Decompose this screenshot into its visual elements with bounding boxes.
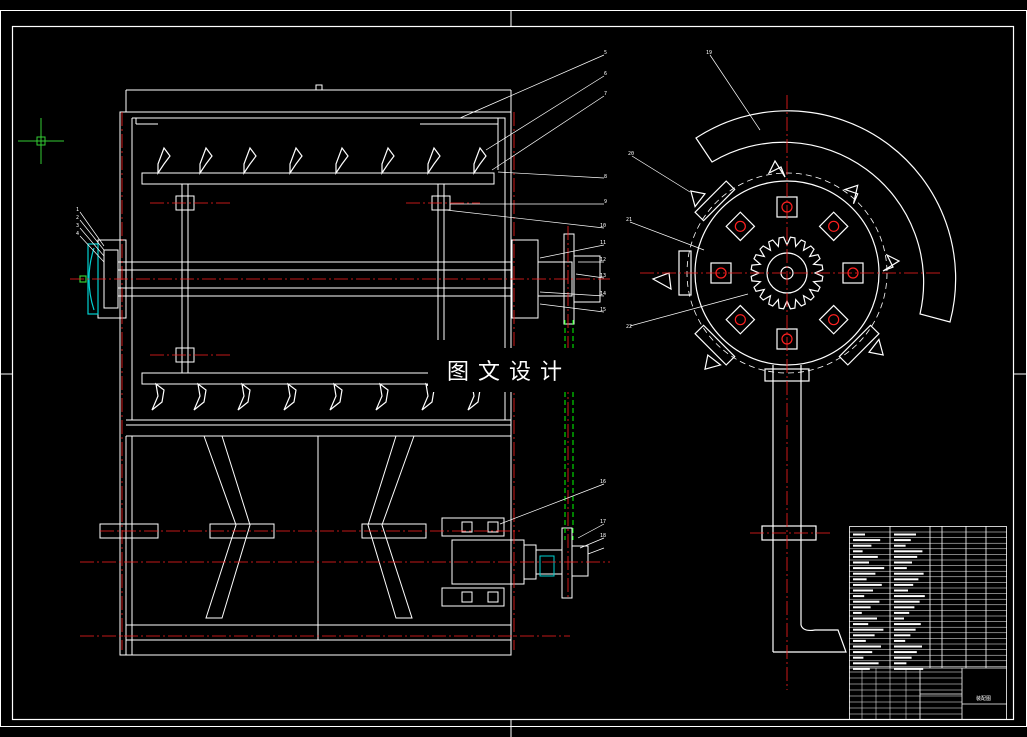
side-view	[686, 110, 957, 653]
part-label: 11	[600, 240, 606, 246]
front-centerlines	[70, 112, 610, 650]
part-label: 22	[626, 324, 632, 330]
part-label: 8	[604, 174, 607, 180]
leader-lines	[79, 54, 761, 555]
title-block-title: 装配图	[976, 695, 991, 702]
part-label: 19	[706, 50, 712, 56]
part-label: 6	[604, 71, 607, 77]
rotor-blade-mounts	[651, 159, 901, 382]
part-label: 9	[604, 199, 607, 205]
part-label: 5	[604, 50, 607, 56]
part-label: 10	[600, 223, 606, 229]
cad-cursor-crosshair	[18, 118, 64, 164]
title-block: 装配图	[849, 526, 1007, 720]
part-labels: 5 6 7 8 9 10 11 12 13 14 15 16 17 18 1 2…	[76, 50, 712, 539]
right-coupling-detail	[539, 555, 555, 577]
part-label: 7	[604, 91, 607, 97]
part-label: 13	[600, 273, 606, 279]
part-label: 2	[76, 215, 79, 221]
part-label: 20	[628, 151, 634, 157]
part-label: 16	[600, 479, 606, 485]
side-centerlines	[640, 95, 940, 690]
front-view	[97, 84, 601, 656]
part-label: 14	[600, 291, 606, 297]
parts-list-rows	[849, 531, 1007, 719]
part-label: 1	[76, 207, 79, 213]
watermark: 图文设计	[428, 348, 590, 392]
part-label: 12	[600, 257, 606, 263]
part-label: 21	[626, 217, 632, 223]
part-label: 3	[76, 223, 79, 229]
part-label: 18	[600, 533, 606, 539]
part-label: 15	[600, 307, 606, 313]
part-label: 17	[600, 519, 606, 525]
upper-blade-row	[157, 146, 487, 175]
part-label: 4	[76, 231, 79, 237]
